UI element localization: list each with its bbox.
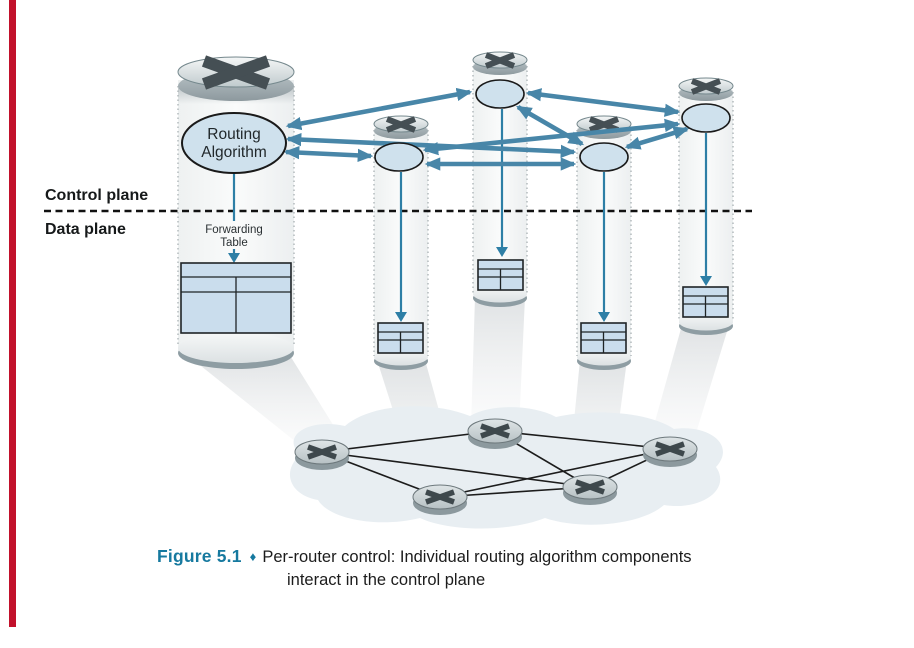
control-message-arrow: [283, 145, 374, 163]
forwarding-arrow: [598, 312, 610, 322]
caption-text: Per-router control: Individual routing a…: [262, 548, 692, 566]
routing-algorithm-node-C: [475, 79, 525, 109]
forwarding-table-B: [377, 172, 424, 354]
control-message-arrow: [624, 126, 690, 150]
router-x-icon: [201, 55, 271, 90]
forwarding-arrow: [228, 253, 240, 263]
network-link: [494, 430, 671, 450]
routing-algorithm-node-B: [374, 142, 424, 172]
network-link: [321, 430, 496, 453]
routing-algorithm-node-D: [579, 142, 629, 172]
light-cone: [186, 354, 345, 446]
data-plane-label: Data plane: [45, 221, 126, 238]
control-plane-label: Control plane: [45, 187, 148, 204]
network-router: [294, 439, 350, 470]
forwarding-table-D: [580, 172, 627, 354]
forwarding-table-C: [477, 109, 524, 291]
figure-label: Figure 5.1: [157, 546, 242, 566]
forwarding-arrow: [395, 312, 407, 322]
caption-line-1: Figure 5.1 ♦ Per-router control: Individua…: [157, 545, 847, 569]
control-message-arrow: [285, 87, 473, 131]
diamond-icon: ♦: [249, 549, 257, 564]
light-cone: [649, 325, 729, 443]
network-link: [439, 448, 671, 498]
routing-algorithm-label: Routing: [207, 126, 260, 143]
light-cone: [471, 297, 525, 428]
router-x-icon: [690, 78, 722, 95]
page-edge-color-bar: [9, 0, 16, 627]
router-x-icon: [484, 52, 516, 69]
forwarding-table-A: Forwarding Table: [180, 173, 292, 334]
forwarding-arrow: [700, 276, 712, 286]
network-router: [412, 484, 468, 515]
router-x-icon: [575, 479, 605, 495]
routing-algorithm-node-E: [681, 103, 731, 133]
network-router: [467, 418, 523, 449]
router-x-icon: [425, 489, 455, 505]
forwarding-table-label: Forwarding: [205, 224, 263, 236]
forwarding-arrow: [496, 247, 508, 257]
router-x-icon: [307, 444, 337, 460]
forwarding-table-label: Table: [220, 237, 248, 249]
control-message-arrows: [283, 87, 690, 171]
network-router: [562, 474, 618, 505]
routing-algorithm-node-A: Routing Algorithm: [181, 112, 287, 174]
network-router: [642, 436, 698, 467]
figure-caption: Figure 5.1 ♦ Per-router control: Individua…: [157, 545, 847, 592]
router-x-icon: [655, 441, 685, 457]
network-routers: [294, 418, 698, 515]
router-x-icon: [480, 423, 510, 439]
forwarding-table-E: [682, 133, 729, 318]
control-message-arrow: [525, 88, 681, 117]
caption-line-2: interact in the control plane: [287, 571, 486, 589]
network-link: [321, 451, 591, 488]
routing-algorithm-label: Algorithm: [201, 144, 266, 161]
network-cloud: [289, 406, 723, 529]
